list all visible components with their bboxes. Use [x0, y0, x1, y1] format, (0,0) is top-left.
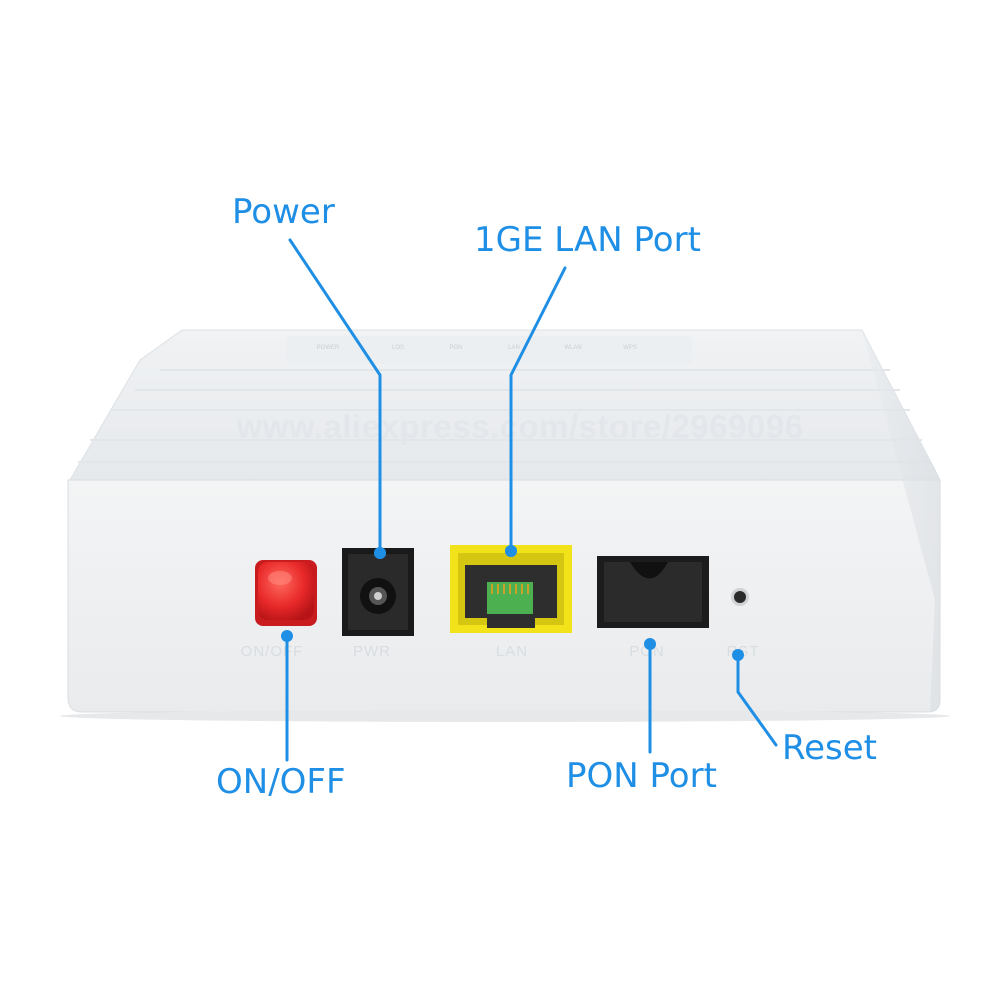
callout-onoff: ON/OFF	[216, 762, 346, 802]
port-label-onoff: ON/OFF	[241, 643, 304, 660]
led-label-pon: PON	[449, 345, 462, 351]
led-label-lan: LAN	[508, 345, 520, 351]
callout-pon-port: PON Port	[566, 756, 717, 796]
port-label-lan: LAN	[496, 643, 528, 660]
power-jack	[342, 547, 414, 636]
callout-lan-port: 1GE LAN Port	[474, 220, 701, 260]
pon-port	[597, 556, 709, 628]
device-right-side	[862, 330, 940, 712]
watermark-text: www.aliexpress.com/store/2969096	[236, 408, 804, 445]
callout-line-reset	[736, 653, 778, 747]
callout-reset: Reset	[782, 728, 877, 768]
callout-lines	[281, 238, 778, 762]
callout-line-power	[288, 238, 382, 554]
led-label-wps: WPS	[623, 345, 637, 351]
callout-power: Power	[232, 192, 335, 232]
reset-hole	[731, 588, 749, 606]
port-label-pwr: PWR	[353, 643, 391, 660]
callout-line-lan	[509, 266, 567, 553]
led-label-power: POWER	[317, 345, 340, 351]
led-strip	[286, 336, 692, 364]
led-label-wlan: WLAN	[564, 345, 581, 351]
port-label-pon: PON	[629, 643, 665, 660]
onoff-button	[255, 560, 317, 626]
lan-port	[450, 545, 572, 633]
device-shadow	[60, 710, 950, 722]
led-label-los: LOS	[392, 345, 404, 351]
led-labels: POWER LOS PON LAN WLAN WPS	[317, 345, 637, 351]
